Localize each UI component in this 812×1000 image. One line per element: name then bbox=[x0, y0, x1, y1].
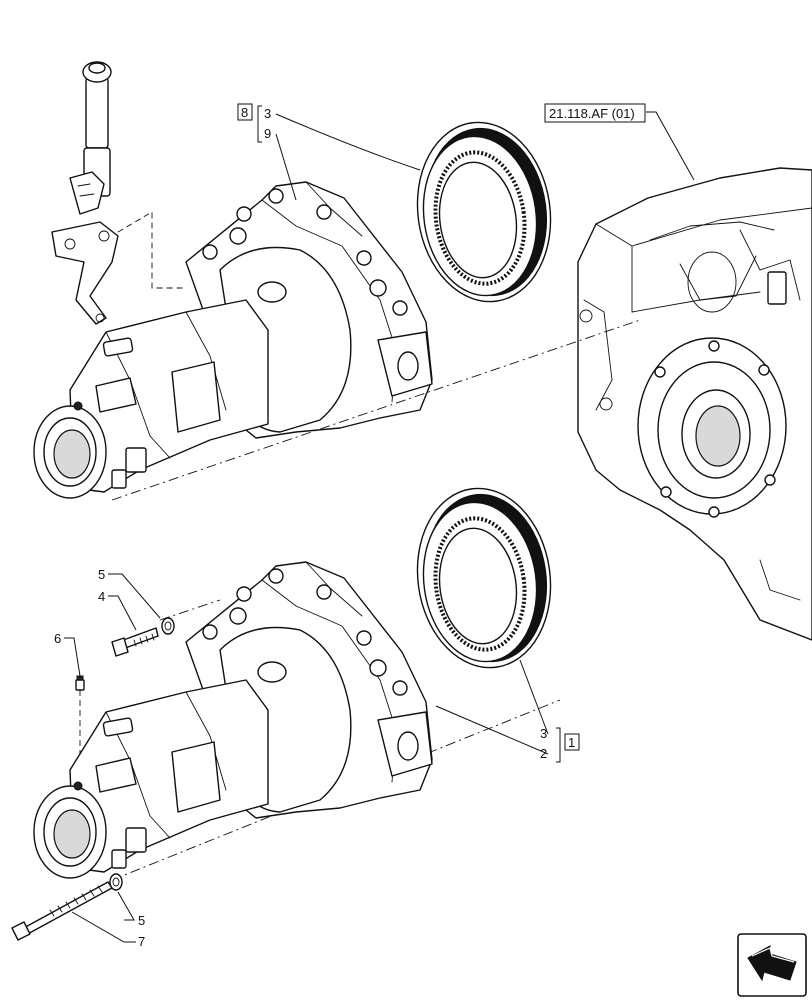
assembly-guide-line bbox=[117, 211, 186, 289]
leader-2 bbox=[435, 705, 549, 755]
upper-ring-gear bbox=[416, 121, 552, 303]
callout-washer-upper: 5 bbox=[98, 567, 105, 582]
axis-line-upper bbox=[111, 319, 641, 501]
callout-lower-top: 3 bbox=[540, 726, 547, 741]
leader-reference bbox=[646, 111, 695, 181]
lower-ring-gear bbox=[416, 487, 552, 669]
callout-upper-bottom: 9 bbox=[264, 126, 271, 141]
leader-7 bbox=[71, 911, 136, 943]
leader-9 bbox=[275, 133, 297, 201]
upper-final-drive-housing bbox=[33, 181, 433, 499]
callout-washer-lower: 5 bbox=[138, 913, 145, 928]
callout-box-lower bbox=[564, 733, 580, 751]
bracket-lower bbox=[556, 727, 561, 763]
leader-5-upper bbox=[108, 573, 161, 619]
transmission-case bbox=[577, 167, 812, 641]
callout-upper-top: 3 bbox=[264, 106, 271, 121]
callout-upper-box: 8 bbox=[241, 105, 248, 120]
bracket-upper bbox=[257, 105, 262, 143]
shift-lever-assembly bbox=[51, 61, 119, 325]
reference-box bbox=[544, 103, 646, 123]
navigation-arrow-icon[interactable] bbox=[737, 933, 807, 997]
callout-plug: 6 bbox=[54, 631, 61, 646]
bolt-short bbox=[111, 627, 159, 657]
bolt-axis-line bbox=[159, 599, 221, 621]
plug bbox=[75, 675, 85, 691]
callout-lower-box: 1 bbox=[568, 735, 575, 750]
leader-3-upper bbox=[275, 113, 421, 171]
leader-3-lower bbox=[519, 659, 549, 735]
leader-6 bbox=[64, 637, 81, 677]
callout-bolt-short: 4 bbox=[98, 589, 105, 604]
washer-lower bbox=[109, 873, 123, 891]
callout-bolt-long: 7 bbox=[138, 934, 145, 949]
bolt-long bbox=[11, 881, 113, 941]
callout-box-upper bbox=[237, 103, 253, 121]
leader-4 bbox=[108, 595, 137, 631]
reference-label: 21.118.AF (01) bbox=[549, 106, 635, 121]
leader-5-lower bbox=[117, 891, 135, 921]
lower-final-drive-housing bbox=[33, 561, 433, 879]
callout-lower-bottom: 2 bbox=[540, 746, 547, 761]
washer-upper bbox=[161, 617, 175, 635]
